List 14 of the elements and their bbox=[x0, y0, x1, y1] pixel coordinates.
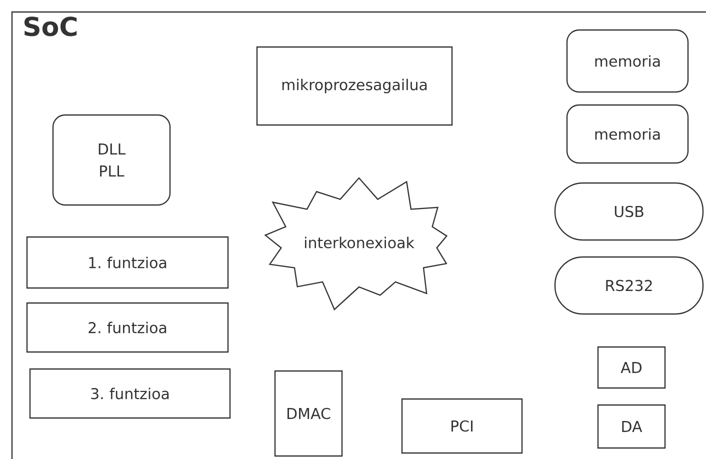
processor-box: mikroprozesagailua bbox=[256, 46, 453, 126]
interface-box: USB bbox=[554, 182, 704, 241]
clock-box: DLL PLL bbox=[52, 114, 171, 206]
memory-box: memoria bbox=[566, 29, 689, 93]
function-box: 2. funtzioa bbox=[26, 302, 229, 353]
converter-box: AD bbox=[597, 346, 666, 389]
memory-box: memoria bbox=[566, 104, 689, 164]
interface-box: RS232 bbox=[554, 256, 704, 315]
dmac-box: DMAC bbox=[274, 370, 343, 457]
function-box: 3. funtzioa bbox=[29, 368, 231, 419]
function-box: 1. funtzioa bbox=[26, 236, 229, 289]
converter-box: DA bbox=[597, 404, 666, 449]
pci-box: PCI bbox=[401, 398, 523, 454]
interconnect-starburst: interkonexioak bbox=[264, 177, 448, 310]
